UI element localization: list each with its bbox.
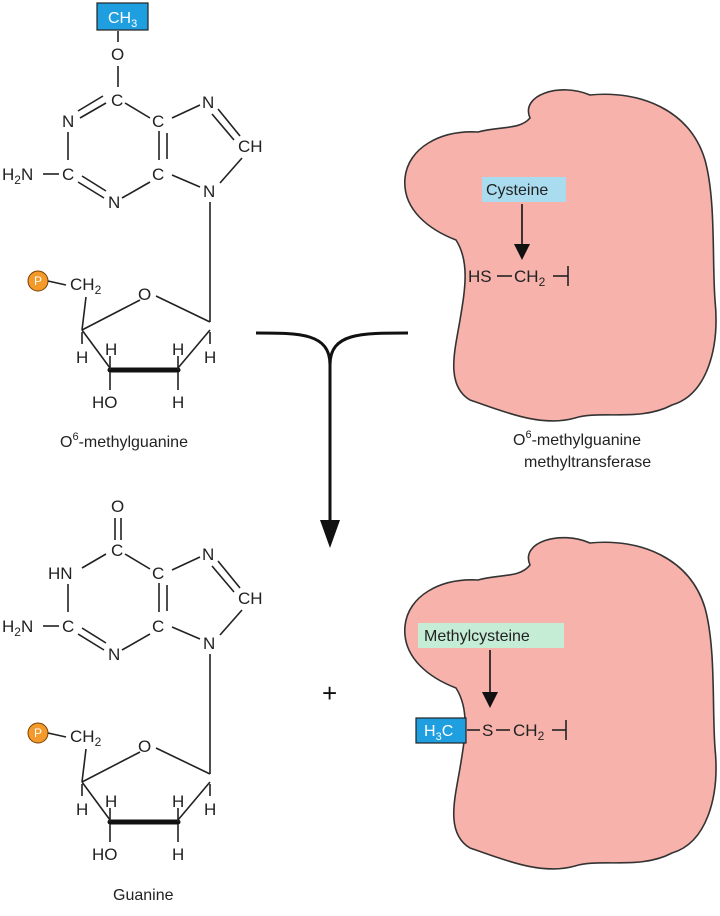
c5-atom: C xyxy=(152,564,164,583)
ch8-group: CH xyxy=(238,137,263,156)
caption-guanine: Guanine xyxy=(113,887,174,904)
h-atom: H xyxy=(172,845,184,864)
hydroxyl-group: HO xyxy=(92,393,118,412)
ch2-group: CH2 xyxy=(70,727,102,749)
amino-group: H2N xyxy=(2,617,33,639)
h-atom: H xyxy=(204,348,216,367)
cysteine-label: Cysteine xyxy=(486,182,548,199)
methyl-group-box xyxy=(415,717,467,744)
svg-text:P: P xyxy=(34,274,42,288)
ch2-group: CH2 xyxy=(70,275,102,297)
hydroxyl-group: HO xyxy=(92,845,118,864)
c6-atom: C xyxy=(111,541,123,560)
n9-atom: N xyxy=(203,182,215,201)
h-atom: H xyxy=(172,393,184,412)
svg-text:CH3: CH3 xyxy=(108,10,137,30)
methyl-group-box xyxy=(96,2,149,31)
cysteine-label-box xyxy=(482,177,566,202)
c6-atom: C xyxy=(111,91,123,110)
methylated-enzyme-shape xyxy=(404,536,717,870)
plus-sign: + xyxy=(322,678,337,708)
ch8-group: CH xyxy=(238,589,263,608)
hn-group: HN xyxy=(48,564,73,583)
o6-methylguanine-molecule: CH3 O C N C H2N N C C N CH N P xyxy=(2,2,263,412)
c2-atom: C xyxy=(62,617,74,636)
caption-enzyme-line1: O6-methylguanine xyxy=(513,429,641,449)
methylcysteine-label-box xyxy=(418,623,564,648)
c4-atom: C xyxy=(152,165,164,184)
guanine-molecule: O C HN C H2N N C C N CH N P CH2 O xyxy=(2,497,263,864)
ch2-group: CH2 xyxy=(514,267,546,289)
n1-atom: N xyxy=(62,112,74,131)
svg-text:P: P xyxy=(34,726,42,740)
hs-group: HS xyxy=(468,267,492,286)
h-atom: H xyxy=(172,792,184,811)
caption-o6-methylguanine: O6-methylguanine xyxy=(60,431,188,451)
c5-atom: C xyxy=(152,112,164,131)
h3c-label: H3C xyxy=(424,723,453,743)
amino-group: H2N xyxy=(2,165,33,187)
n7-atom: N xyxy=(202,93,214,112)
n3-atom: N xyxy=(108,645,120,664)
ring-oxygen: O xyxy=(138,285,151,304)
o-atom: O xyxy=(111,45,124,64)
ch2-group: CH2 xyxy=(513,721,545,743)
n3-atom: N xyxy=(108,193,120,212)
methyl-label: CH xyxy=(108,10,131,27)
sulfur-atom: S xyxy=(482,721,493,740)
ring-oxygen: O xyxy=(138,737,151,756)
h-atom: H xyxy=(76,800,88,819)
h-atom: H xyxy=(105,340,117,359)
caption-enzyme-line2: methyltransferase xyxy=(524,454,651,471)
enzyme-protein-shape xyxy=(404,89,717,422)
c4-atom: C xyxy=(152,617,164,636)
methylcysteine-label: Methylcysteine xyxy=(424,628,530,645)
reaction-arrow xyxy=(255,331,409,548)
h-atom: H xyxy=(204,800,216,819)
n7-atom: N xyxy=(202,545,214,564)
o-atom: O xyxy=(111,497,124,516)
h-atom: H xyxy=(172,340,184,359)
h-atom: H xyxy=(105,792,117,811)
c2-atom: C xyxy=(62,165,74,184)
n9-atom: N xyxy=(203,634,215,653)
h-atom: H xyxy=(76,348,88,367)
